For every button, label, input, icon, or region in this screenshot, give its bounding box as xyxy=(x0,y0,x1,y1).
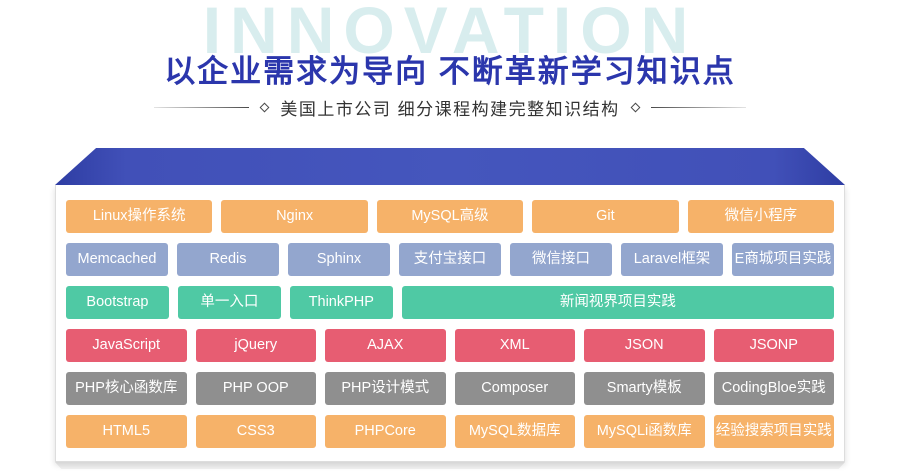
tag-php-oop[interactable]: PHP OOP xyxy=(195,372,316,405)
tag-wechat-miniprogram[interactable]: 微信小程序 xyxy=(687,200,835,233)
subtitle: 美国上市公司 细分课程构建完整知识结构 xyxy=(0,95,900,120)
tag-css3[interactable]: CSS3 xyxy=(195,415,316,448)
tag-thinkphp[interactable]: ThinkPHP xyxy=(289,286,393,319)
tag-smarty-template[interactable]: Smarty模板 xyxy=(584,372,705,405)
tag-laravel[interactable]: Laravel框架 xyxy=(621,243,723,276)
tag-git[interactable]: Git xyxy=(532,200,679,233)
course-row-3: Bootstrap 单一入口 ThinkPHP 新闻视界项目实践 xyxy=(66,286,835,319)
tag-jsonp[interactable]: JSONP xyxy=(713,329,834,362)
tag-nginx[interactable]: Nginx xyxy=(221,200,368,233)
platform-bottom-edge xyxy=(55,462,845,469)
left-diamond-icon xyxy=(259,102,270,113)
tag-xml[interactable]: XML xyxy=(454,329,575,362)
course-row-5: PHP核心函数库 PHP OOP PHP设计模式 Composer Smarty… xyxy=(66,372,834,405)
platform-top-3d xyxy=(55,148,845,185)
course-row-6: HTML5 CSS3 PHPCore MySQL数据库 MySQLi函数库 经验… xyxy=(66,415,834,448)
tag-json[interactable]: JSON xyxy=(584,329,705,362)
tag-html5[interactable]: HTML5 xyxy=(66,415,187,448)
course-row-1: Linux操作系统 Nginx MySQL高级 Git 微信小程序 xyxy=(66,200,835,233)
right-diamond-icon xyxy=(630,102,641,113)
page-title: 以企业需求为导向 不断革新学习知识点 xyxy=(164,54,736,89)
tag-composer[interactable]: Composer xyxy=(454,372,575,405)
tag-alipay-api[interactable]: 支付宝接口 xyxy=(399,243,501,276)
right-decor-line xyxy=(650,107,746,108)
watermark-text: INNOVATION xyxy=(202,0,698,67)
tag-wechat-api[interactable]: 微信接口 xyxy=(510,243,612,276)
tag-single-entry[interactable]: 单一入口 xyxy=(177,286,281,319)
tag-mysqli-functions[interactable]: MySQLi函数库 xyxy=(584,415,705,448)
left-decor-line xyxy=(154,107,250,108)
tag-mysql-db[interactable]: MySQL数据库 xyxy=(454,415,575,448)
tag-ajax[interactable]: AJAX xyxy=(325,329,446,362)
tag-php-design-patterns[interactable]: PHP设计模式 xyxy=(325,372,446,405)
tag-javascript[interactable]: JavaScript xyxy=(66,329,187,362)
tag-memcached[interactable]: Memcached xyxy=(66,243,168,276)
subtitle-text: 美国上市公司 细分课程构建完整知识结构 xyxy=(280,100,620,119)
course-row-4: JavaScript jQuery AJAX XML JSON JSONP xyxy=(66,329,834,362)
tag-sphinx[interactable]: Sphinx xyxy=(288,243,390,276)
course-platform: Linux操作系统 Nginx MySQL高级 Git 微信小程序 Memcac… xyxy=(55,148,845,469)
tag-jquery[interactable]: jQuery xyxy=(195,329,316,362)
tag-bootstrap[interactable]: Bootstrap xyxy=(66,286,169,319)
tag-redis[interactable]: Redis xyxy=(177,243,279,276)
course-panel: Linux操作系统 Nginx MySQL高级 Git 微信小程序 Memcac… xyxy=(55,185,845,462)
tag-search-experience-project[interactable]: 经验搜索项目实践 xyxy=(713,415,834,448)
tag-php-core-functions[interactable]: PHP核心函数库 xyxy=(66,372,187,405)
tag-phpcore[interactable]: PHPCore xyxy=(325,415,446,448)
course-row-2: Memcached Redis Sphinx 支付宝接口 微信接口 Larave… xyxy=(66,243,834,276)
tag-mysql-advanced[interactable]: MySQL高级 xyxy=(376,200,524,233)
tag-codingbloe-practice[interactable]: CodingBloe实践 xyxy=(713,372,834,405)
tag-ecommerce-project[interactable]: E商城项目实践 xyxy=(732,243,834,276)
tag-linux-os[interactable]: Linux操作系统 xyxy=(66,200,213,233)
tag-news-video-project[interactable]: 新闻视界项目实践 xyxy=(401,286,835,319)
